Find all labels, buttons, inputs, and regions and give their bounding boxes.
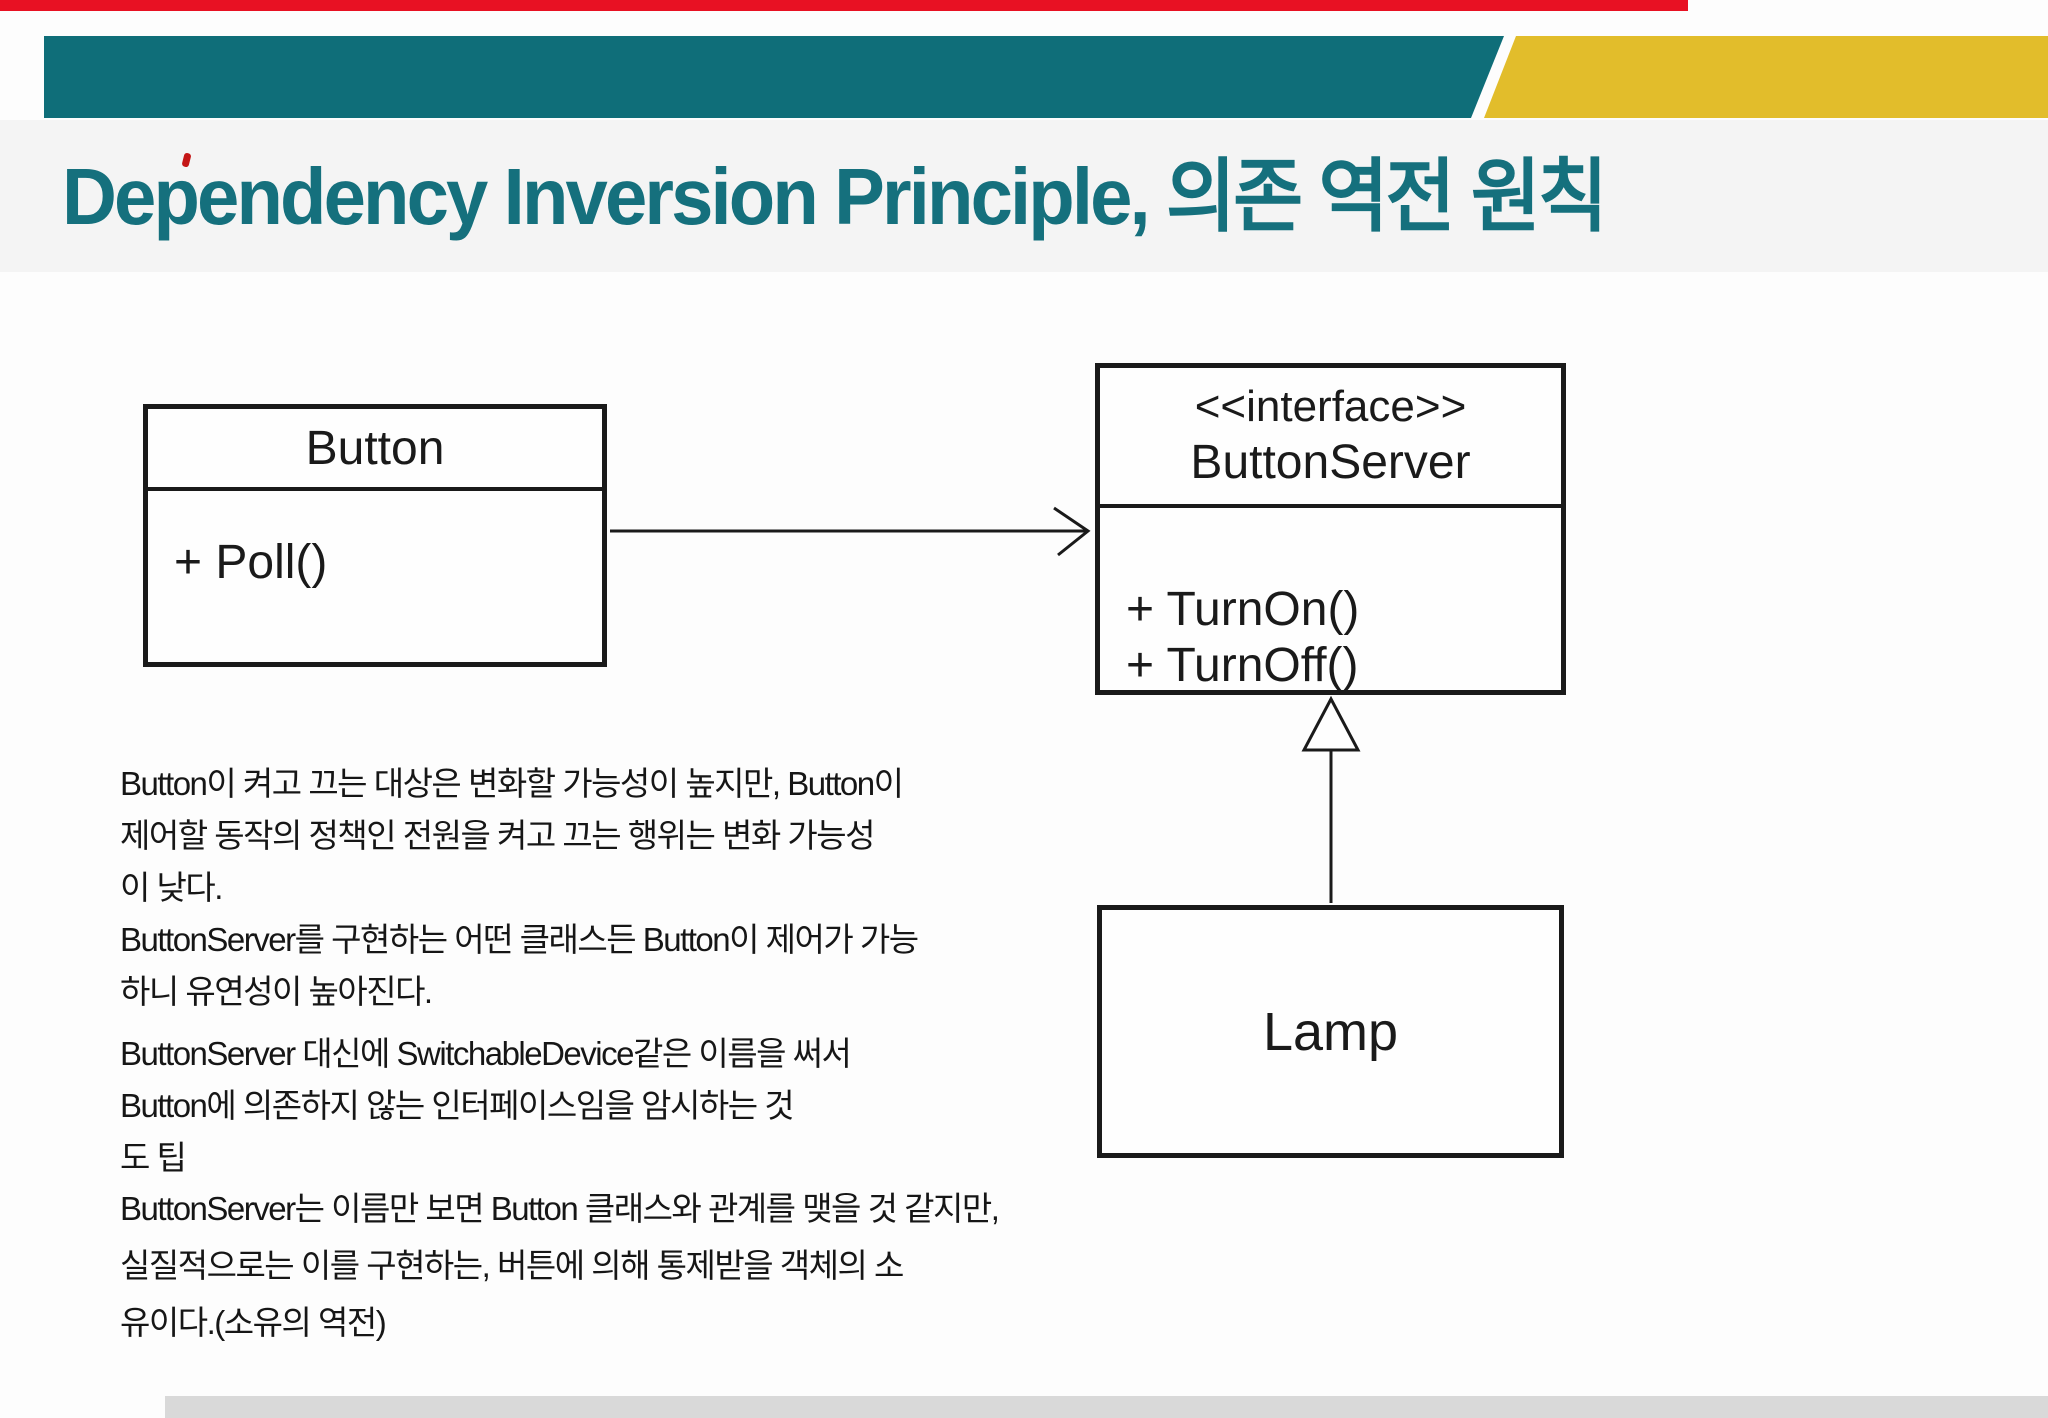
note-line: ButtonServer 대신에 SwitchableDevice같은 이름을 … xyxy=(120,1035,852,1072)
note-line: ButtonServer는 이름만 보면 Button 클래스와 관계를 맺을 … xyxy=(120,1190,1000,1227)
note-paragraph-1: Button이 켜고 끄는 대상은 변화할 가능성이 높지만, Button이 … xyxy=(120,758,980,914)
note-line: ButtonServer를 구현하는 어떤 클래스든 Button이 제어가 가… xyxy=(120,921,919,958)
note-line: Button에 의존하지 않는 인터페이스임을 암시하는 것 xyxy=(120,1087,795,1124)
note-paragraph-4: ButtonServer는 이름만 보면 Button 클래스와 관계를 맺을 … xyxy=(120,1180,1000,1351)
uml-class-button-body: + Poll() xyxy=(148,491,602,591)
uml-class-button-header: Button xyxy=(148,409,602,491)
uml-method-turnoff: + TurnOff() xyxy=(1126,639,1359,692)
note-paragraph-3: ButtonServer 대신에 SwitchableDevice같은 이름을 … xyxy=(120,1028,980,1184)
yellow-banner xyxy=(1484,36,2048,118)
bottom-gray-strip xyxy=(165,1396,2048,1418)
teal-banner xyxy=(44,36,1504,118)
note-line: 유이다.(소유의 역전) xyxy=(120,1304,387,1341)
note-paragraph-2: ButtonServer를 구현하는 어떤 클래스든 Button이 제어가 가… xyxy=(120,914,980,1018)
uml-class-button-name: Button xyxy=(305,421,445,475)
uml-method-turnon: + TurnOn() xyxy=(1126,583,1360,636)
note-line: 제어할 동작의 정책인 전원을 켜고 끄는 행위는 변화 가능성 xyxy=(120,817,876,854)
note-line: 하니 유연성이 높아진다. xyxy=(120,973,433,1010)
page-title: Dependency Inversion Principle, 의존 역전 원칙 xyxy=(62,152,1608,241)
note-line: 실질적으로는 이를 구현하는, 버튼에 의해 통제받을 객체의 소 xyxy=(120,1247,904,1284)
note-line: Button이 켜고 끄는 대상은 변화할 가능성이 높지만, Button이 xyxy=(120,765,904,802)
title-band xyxy=(0,120,2048,272)
red-top-bar xyxy=(0,0,1688,11)
uml-method-poll: + Poll() xyxy=(174,536,328,589)
uml-interface-buttonserver: <<interface>> ButtonServer + TurnOn() + … xyxy=(1095,363,1566,695)
dependency-arrowhead-icon xyxy=(1053,506,1091,557)
uml-class-lamp-name: Lamp xyxy=(1262,1001,1399,1062)
uml-interface-header: <<interface>> ButtonServer xyxy=(1100,368,1561,508)
note-line: 이 낮다. xyxy=(120,869,223,906)
uml-interface-stereotype: <<interface>> xyxy=(1194,382,1467,431)
uml-class-button: Button + Poll() xyxy=(143,404,607,667)
note-line: 도 팁 xyxy=(120,1139,187,1176)
uml-class-lamp: Lamp xyxy=(1097,905,1564,1158)
generalization-triangle-icon xyxy=(1301,695,1361,752)
uml-interface-body: + TurnOn() + TurnOff() xyxy=(1100,508,1561,694)
uml-interface-name: ButtonServer xyxy=(1190,436,1471,489)
